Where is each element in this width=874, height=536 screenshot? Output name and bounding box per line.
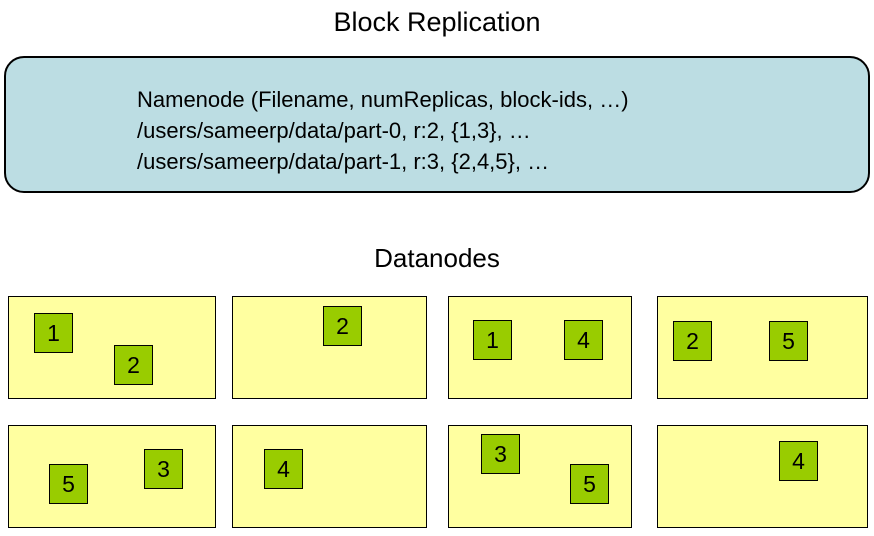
datanode-2: 2 bbox=[232, 296, 427, 399]
namenode-text: Namenode (Filename, numReplicas, block-i… bbox=[137, 84, 629, 177]
block-square-5: 5 bbox=[570, 464, 609, 504]
datanodes-label: Datanodes bbox=[374, 243, 500, 273]
block-square-4: 4 bbox=[264, 449, 303, 489]
block-square-4: 4 bbox=[779, 441, 818, 481]
block-square-3: 3 bbox=[481, 434, 520, 474]
diagram-title: Block Replication bbox=[333, 7, 541, 37]
block-square-5: 5 bbox=[769, 321, 808, 361]
datanode-6: 4 bbox=[232, 425, 427, 528]
block-square-1: 1 bbox=[34, 313, 73, 353]
block-square-4: 4 bbox=[564, 320, 603, 360]
namenode-box bbox=[4, 56, 870, 193]
namenode-line-part1: /users/sameerp/data/part-1, r:3, {2,4,5}… bbox=[137, 149, 550, 174]
block-square-3: 3 bbox=[144, 449, 183, 489]
block-square-1: 1 bbox=[473, 320, 512, 360]
namenode-line-header: Namenode (Filename, numReplicas, block-i… bbox=[137, 87, 629, 112]
namenode-line-part0: /users/sameerp/data/part-0, r:2, {1,3}, … bbox=[137, 118, 531, 143]
block-square-2: 2 bbox=[323, 306, 362, 346]
block-square-2: 2 bbox=[673, 321, 712, 361]
block-square-2: 2 bbox=[114, 345, 153, 385]
block-square-5: 5 bbox=[49, 464, 88, 504]
datanode-8: 4 bbox=[657, 425, 868, 528]
